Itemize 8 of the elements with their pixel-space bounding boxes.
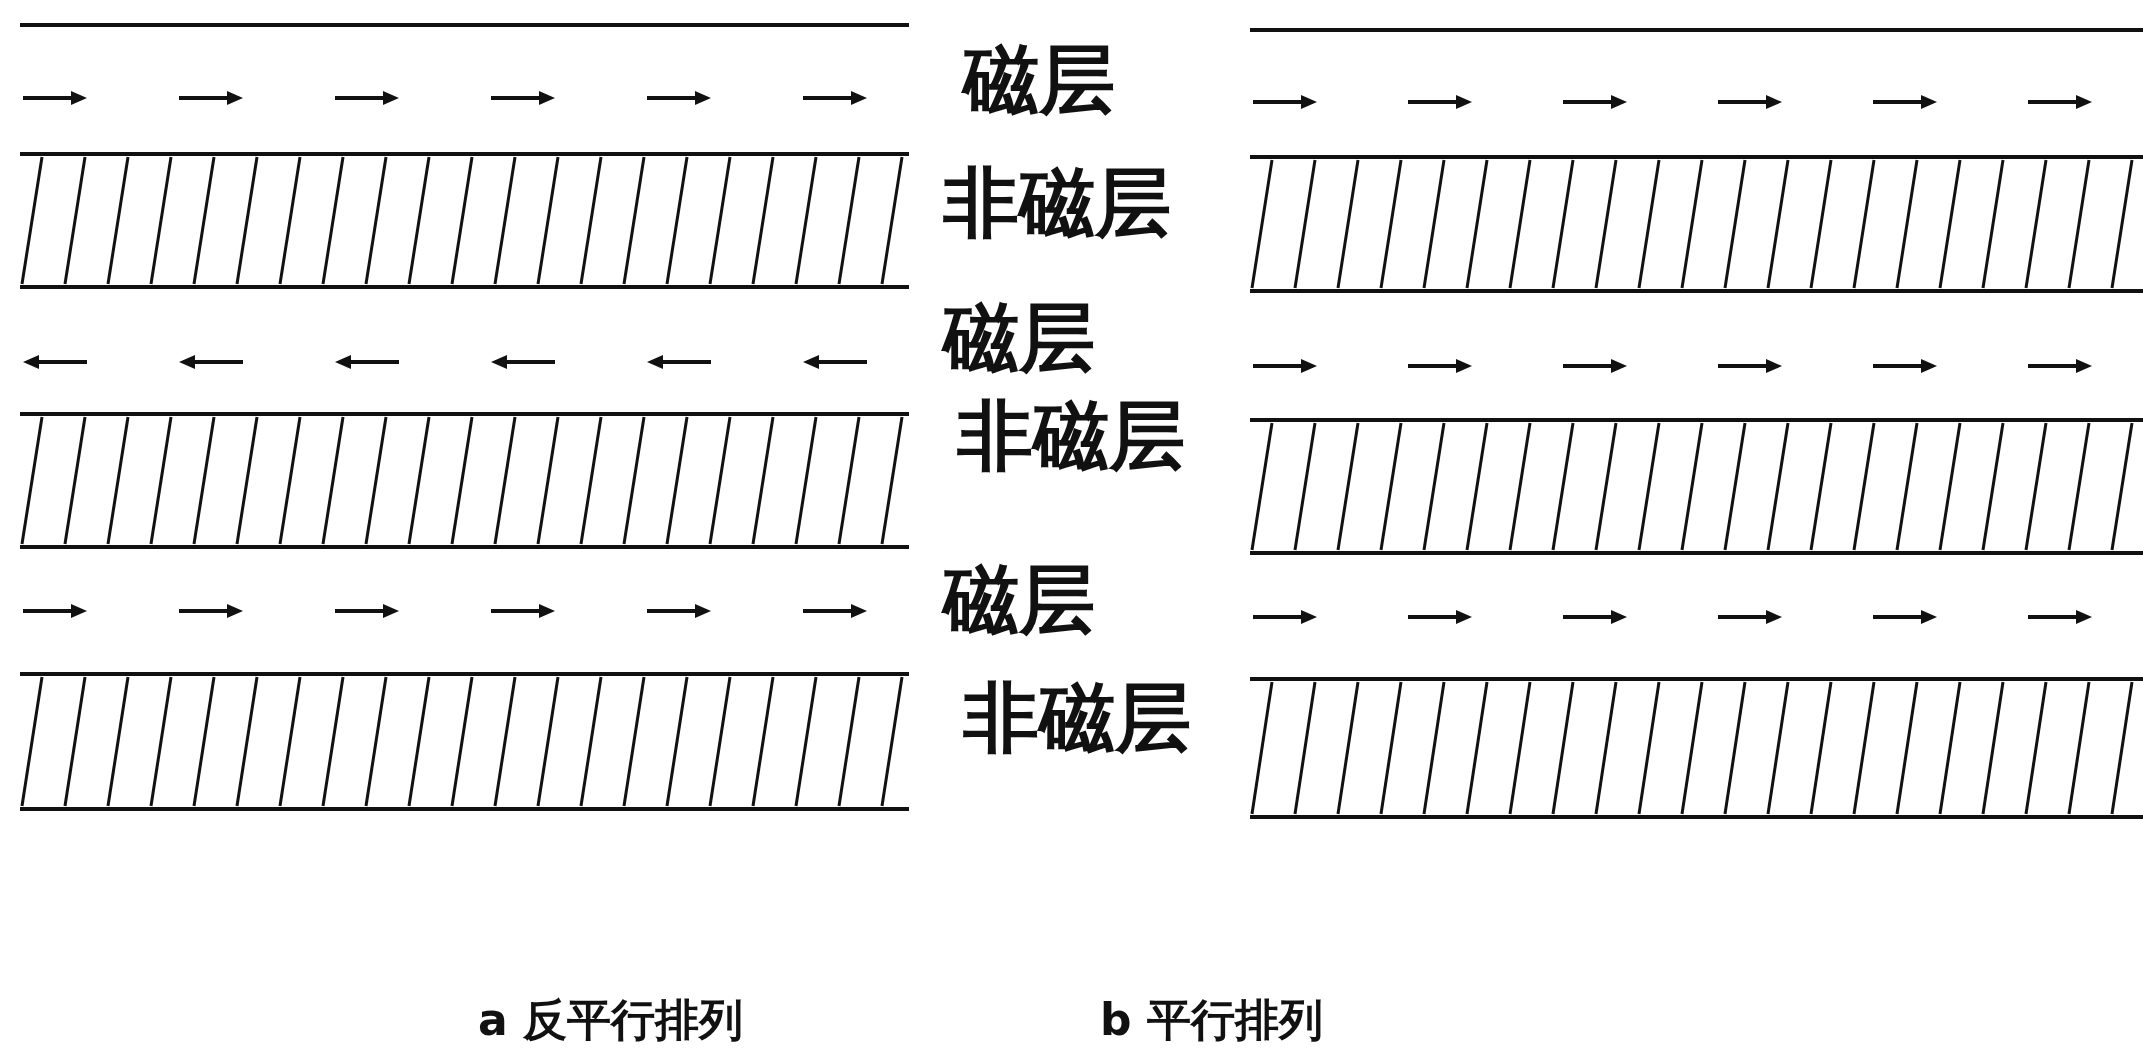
panel-caption: b 平行排列	[1100, 998, 1323, 1042]
layer-label: 磁层	[943, 300, 1095, 376]
layer-label: 非磁层	[963, 680, 1191, 756]
panel-caption: a 反平行排列	[478, 998, 743, 1042]
layer-label: 非磁层	[943, 165, 1171, 241]
layer-label: 磁层	[943, 562, 1095, 638]
layer-label: 非磁层	[957, 398, 1185, 474]
layer-label: 磁层	[963, 42, 1115, 118]
